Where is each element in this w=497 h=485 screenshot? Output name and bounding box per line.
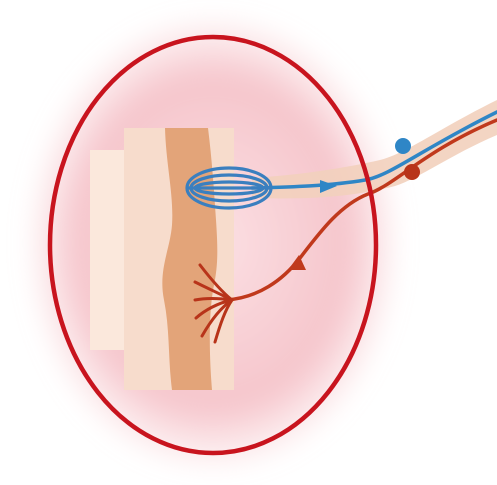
tissue-band	[162, 128, 217, 390]
motor-cell-body-dot-icon	[404, 164, 420, 180]
encapsulated-receptor-icon	[186, 168, 272, 208]
tissue-light-strip	[90, 150, 124, 350]
sensory-cell-body-dot-icon	[395, 138, 411, 154]
